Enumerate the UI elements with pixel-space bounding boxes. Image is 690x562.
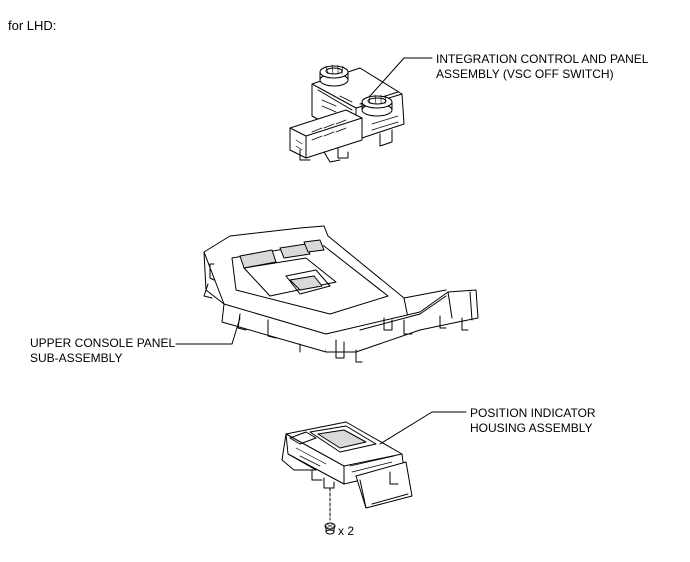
label-line: ASSEMBLY (VSC OFF SWITCH): [436, 67, 614, 81]
label-upper-console: UPPER CONSOLE PANEL SUB-ASSEMBLY: [30, 336, 175, 366]
leader-integration-control: [369, 57, 433, 97]
label-integration-control: INTEGRATION CONTROL AND PANEL ASSEMBLY (…: [436, 52, 648, 82]
integration-control-panel-part: [289, 64, 405, 163]
label-line: SUB-ASSEMBLY: [30, 351, 123, 365]
label-line: UPPER CONSOLE PANEL: [30, 336, 176, 350]
fastener-quantity: x 2: [338, 524, 355, 538]
position-indicator-housing-part: [281, 421, 413, 509]
upper-console-panel-part: [203, 225, 479, 363]
label-line: POSITION INDICATOR: [470, 406, 596, 420]
label-line: INTEGRATION CONTROL AND PANEL: [436, 52, 649, 66]
label-line: HOUSING ASSEMBLY: [470, 421, 593, 435]
screw-icon: [324, 522, 336, 535]
label-position-indicator: POSITION INDICATOR HOUSING ASSEMBLY: [470, 406, 596, 436]
leader-upper-console: [175, 317, 241, 345]
leader-position-indicator: [379, 411, 467, 445]
header-text: for LHD:: [8, 18, 57, 33]
